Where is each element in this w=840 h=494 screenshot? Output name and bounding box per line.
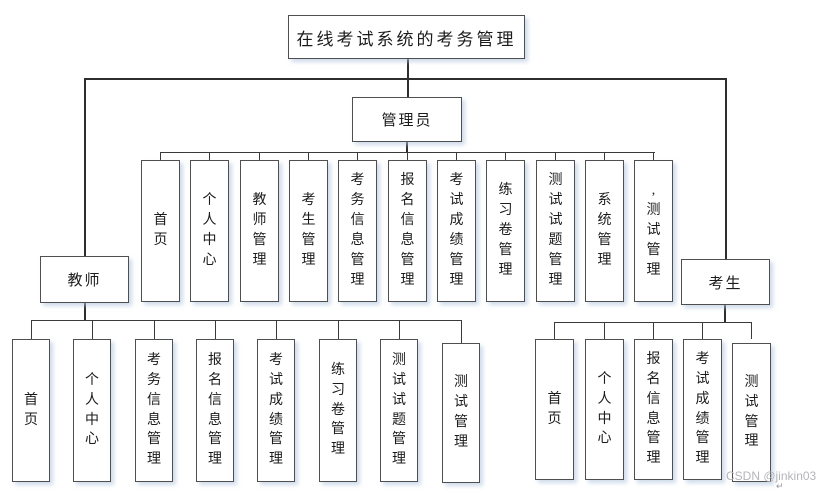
student-child-label: 测试管理 [744, 374, 759, 450]
admin-child-label: 个人中心 [202, 193, 217, 268]
admin-child-node: 教师管理 [240, 160, 279, 302]
connector-line [653, 322, 654, 339]
connector-line [505, 152, 506, 160]
watermark: CSDN @jinkin03 [726, 469, 817, 483]
admin-child-label: 首页 [153, 213, 168, 248]
connector-line [357, 152, 358, 160]
admin-node-label: 管理员 [381, 113, 433, 129]
teacher-child-label: 个人中心 [85, 372, 99, 448]
admin-child-node: 考生管理 [289, 160, 328, 302]
connector-line [406, 142, 408, 152]
teacher-child-label: 测试管理 [454, 375, 468, 450]
admin-child-label: 考生管理 [301, 193, 316, 268]
connector-line [702, 322, 703, 339]
teacher-child-node: 考务信息管理 [135, 339, 173, 482]
root-node: 在线考试系统的考务管理 [288, 15, 525, 59]
connector-line [31, 320, 462, 321]
admin-child-label: 考务信息管理 [350, 173, 365, 288]
teacher-child-node: 考试成绩管理 [257, 339, 295, 482]
admin-child-label: 测试试题管理 [548, 173, 563, 288]
student-child-node: 测试管理 [732, 343, 771, 482]
admin-child-node: 报名信息管理 [388, 160, 427, 302]
connector-line [160, 152, 161, 160]
connector-line [604, 152, 605, 160]
admin-child-node: ,测试管理 [634, 160, 673, 302]
admin-child-node: 系统管理 [585, 160, 624, 302]
student-node-label: 考生 [708, 275, 743, 292]
connector-line [308, 152, 309, 160]
student-child-label: 考试成绩管理 [695, 351, 710, 467]
watermark-return-icon: ↵ [776, 481, 784, 491]
teacher-node-label: 教师 [67, 273, 102, 289]
admin-child-node: 测试试题管理 [536, 160, 575, 302]
teacher-child-node: 报名信息管理 [196, 339, 234, 482]
connector-line [92, 320, 93, 339]
admin-child-label: ,测试管理 [646, 183, 661, 278]
student-child-label: 首页 [547, 391, 562, 427]
admin-child-node: 考试成绩管理 [437, 160, 476, 302]
teacher-child-node: 测试管理 [442, 343, 480, 483]
connector-line [276, 320, 277, 339]
student-child-node: 报名信息管理 [634, 339, 673, 480]
teacher-child-label: 测试试题管理 [392, 352, 406, 468]
connector-line [31, 320, 32, 339]
teacher-child-label: 考务信息管理 [147, 352, 161, 468]
admin-child-label: 教师管理 [252, 193, 267, 268]
connector-line [461, 320, 462, 343]
admin-child-node: 首页 [141, 160, 180, 302]
student-child-node: 考试成绩管理 [683, 339, 722, 480]
connector-line [604, 322, 605, 339]
connector-line [399, 320, 400, 339]
admin-child-label: 报名信息管理 [400, 173, 415, 288]
teacher-child-node: 测试试题管理 [380, 339, 418, 482]
student-child-node: 个人中心 [585, 339, 624, 480]
connector-line [725, 78, 727, 259]
connector-line [215, 320, 216, 339]
connector-line [259, 152, 260, 160]
teacher-child-label: 练习卷管理 [331, 362, 345, 458]
teacher-node: 教师 [40, 256, 129, 303]
connector-line [338, 320, 339, 339]
connector-line [154, 320, 155, 339]
teacher-child-node: 首页 [12, 339, 50, 482]
connector-line [724, 305, 726, 323]
student-child-label: 报名信息管理 [646, 351, 661, 467]
admin-child-label: 考试成绩管理 [449, 173, 464, 288]
connector-line [407, 152, 408, 160]
teacher-child-label: 首页 [24, 392, 38, 428]
student-child-label: 个人中心 [597, 371, 612, 447]
connector-line [456, 152, 457, 160]
connector-line [84, 303, 86, 321]
connector-line [751, 322, 752, 339]
connector-line [653, 152, 654, 160]
student-node: 考生 [681, 259, 770, 305]
admin-child-node: 考务信息管理 [338, 160, 377, 302]
connector-line [84, 78, 86, 256]
admin-child-node: 个人中心 [190, 160, 229, 302]
root-node-label: 在线考试系统的考务管理 [296, 29, 517, 49]
connector-line [554, 322, 555, 339]
connector-line [84, 78, 727, 80]
teacher-child-node: 个人中心 [73, 339, 111, 482]
connector-line [209, 152, 210, 160]
student-child-node: 首页 [535, 339, 574, 480]
admin-child-node: 练习卷管理 [486, 160, 525, 302]
teacher-child-label: 考试成绩管理 [269, 352, 283, 468]
admin-child-label: 系统管理 [597, 193, 612, 268]
admin-child-label: 练习卷管理 [498, 183, 513, 278]
connector-line [555, 152, 556, 160]
teacher-child-label: 报名信息管理 [208, 352, 222, 468]
teacher-child-node: 练习卷管理 [319, 339, 357, 482]
admin-node: 管理员 [352, 97, 462, 142]
